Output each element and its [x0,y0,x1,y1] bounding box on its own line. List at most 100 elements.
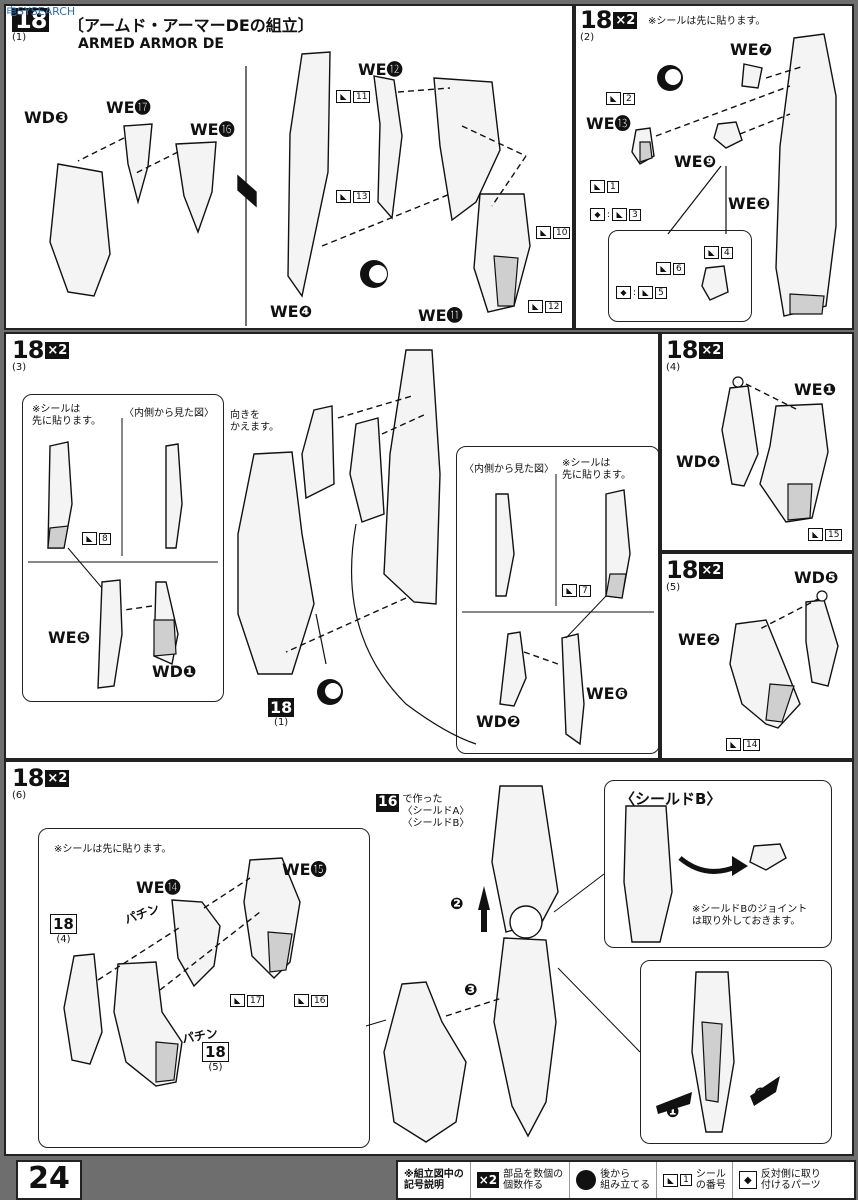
legend-title: ※組立図中の 記号説明 [404,1169,464,1191]
sticker-15: ◣15 [808,528,843,541]
step3-note-left: ※シールは 先に貼ります。 [32,404,101,427]
step6-illustration [63,785,787,1143]
step5-panel: 18 ×2 (5) WD❺ WE❷ ◣14 [660,552,854,760]
sticker-icon: ◣ [808,528,823,541]
sticker-5: ◆:◣5 [616,286,667,299]
label-we2: WE❷ [678,630,721,649]
shield-b-title: 〈シールドB〉 [620,790,722,808]
step3-note-inner: 〈内側から見た図〉 [124,408,214,419]
step6-number: 18 ×2 (6) [12,764,70,801]
page-number: 24 [16,1160,82,1200]
flip-icon: ◆ [590,208,605,221]
sticker-6: ◣6 [656,262,685,275]
sticker-3: ◆:◣3 [590,208,641,221]
step1-number: 18 (1) [12,8,50,43]
sticker-2: ◣2 [606,92,635,105]
arrow-label-3: ❸ [464,980,478,999]
sticker-icon: ◣ [606,92,621,105]
label-we12: WE⓬ [358,60,403,79]
flip-icon: ◆ [616,286,631,299]
sticker-13: ◣13 [336,190,371,203]
step4-panel: 18 ×2 (4) WE❶ WD❹ ◣15 [660,332,854,552]
multiply-icon: ×2 [476,1172,500,1188]
label-we17: WE⓱ [106,98,151,117]
sticker-11: ◣11 [336,90,371,103]
sticker-icon: ◣ [704,246,719,259]
step5-number: 18 ×2 (5) [666,556,724,593]
label-wd4: WD❹ [676,452,721,471]
sticker-icon: ◣ [562,584,577,597]
watermark: 电SYSEARCH [6,5,76,18]
label-we4: WE❹ [270,302,313,321]
step6-ref-b: 18 (5) [202,1042,229,1073]
sticker-icon: ◣ [294,994,309,1007]
made-in-step16: 16 で作った 〈シールドA〉 〈シールドB〉 [376,794,470,829]
step3-note-turn: 向きを かえます。 [230,410,279,433]
step1-panel: 18 (1) 〔アームド・アーマーDEの組立〕 ARMED ARMOR DE 电… [4,4,574,330]
sticker-icon: ◣ [230,994,245,1007]
sticker-icon: ◣ [638,286,654,299]
sticker-icon: ◣ [536,226,551,239]
sticker-icon: ◣ [336,190,351,203]
legend-flip: ◆ 反対側に取り 付けるパーツ [731,1162,827,1198]
label-wd2: WD❷ [476,712,521,731]
sticker-10: ◣10 [536,226,571,239]
sticker-icon: ◣ [336,90,351,103]
label-we1: WE❶ [794,380,837,399]
arrow-label-1b: ❶ [754,1084,768,1103]
label-we14: WE⓮ [136,878,181,897]
sticker-icon: ◣ [528,300,543,313]
flip-icon: ◆ [738,1171,757,1189]
step5-illustration [729,590,839,729]
label-we13: WE⓭ [586,114,631,133]
assembly-title: 〔アームド・アーマーDEの組立〕 [68,16,314,35]
sticker-icon: ◣ [656,262,671,275]
step3-ref-number: 18 (1) [268,698,295,728]
sticker-16: ◣16 [294,994,329,1007]
label-we7: WE❼ [730,40,773,59]
sticker-1: ◣1 [590,180,619,193]
step6-ref-a: 18 (4) [50,914,77,945]
step4-number: 18 ×2 (4) [666,336,724,373]
sticker-4: ◣4 [704,246,733,259]
step3-note-right-inner: 〈内側から見た図〉 [464,464,554,475]
step3-panel: 18 ×2 (3) ※シールは 先に貼ります。 〈内側から見た図〉 向きを かえ… [4,332,660,760]
legend-later: 後から 組み立てる [569,1162,656,1198]
label-we15: WE⓯ [282,860,327,879]
sticker-icon: ◣ [663,1173,679,1187]
sticker-17: ◣17 [230,994,265,1007]
step4-illustration [721,376,829,523]
shield-b-note: ※シールドBのジョイント は取り外しておきます。 [692,904,808,927]
sticker-12: ◣12 [528,300,563,313]
sticker-7: ◣7 [562,584,591,597]
legend-multiply: ×2 部品を数個の 個数作る [469,1162,569,1198]
label-wd5: WD❺ [794,568,839,587]
label-we3: WE❸ [728,194,771,213]
sticker-icon: ◣ [726,738,741,751]
step6-note: ※シールは先に貼ります。 [54,844,172,855]
step2-illustration [631,33,837,317]
step3-number: 18 ×2 (3) [12,336,70,373]
sticker-icon: ◣ [612,208,628,221]
symbol-legend: ※組立図中の 記号説明 ×2 部品を数個の 個数作る 後から 組み立てる ◣1 … [396,1160,856,1200]
step6-bottom-inset [640,960,832,1144]
label-wd3: WD❸ [24,108,69,127]
label-we9: WE❾ [674,152,717,171]
step6-panel: 18 ×2 (6) ※シールは先に貼ります。 WE⓮ WE [4,760,854,1156]
arrow-label-2: ❷ [450,894,464,913]
step3-note-right: ※シールは 先に貼ります。 [562,458,631,481]
assembly-title-en: ARMED ARMOR DE [78,36,224,52]
step2-detail-inset [608,230,752,322]
sticker-8: ◣8 [82,532,111,545]
label-we16: WE⓰ [190,120,235,139]
sticker-14: ◣14 [726,738,761,751]
label-we6: WE❻ [586,684,629,703]
step2-number: 18 ×2 (2) [580,6,638,43]
label-we11: WE⓫ [418,306,463,325]
legend-sticker: ◣1 シール の番号 [656,1162,732,1198]
sticker-icon: ◣ [82,532,97,545]
step2-note: ※シールは先に貼ります。 [648,16,766,27]
step3-illustration [28,349,654,746]
step2-panel: 18 ×2 (2) ※シールは先に貼ります。 WE❼ WE⓭ WE❾ WE❸ ◣… [574,4,854,330]
label-we5: WE❺ [48,628,91,647]
